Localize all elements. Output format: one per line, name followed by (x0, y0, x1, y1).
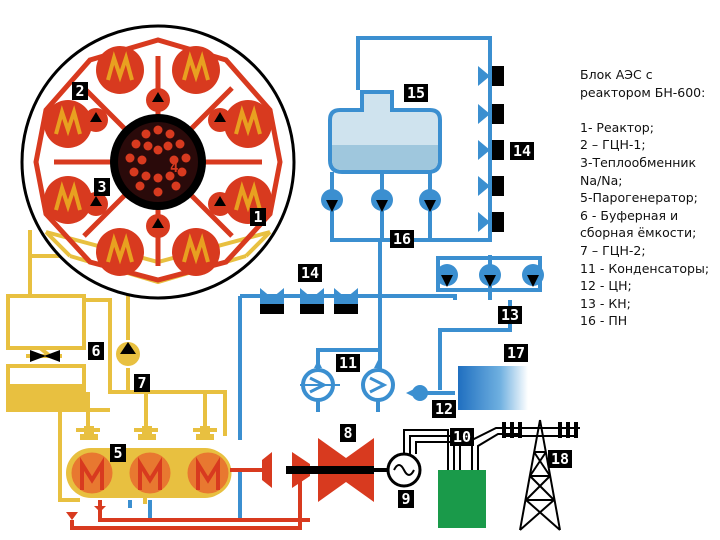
generator (374, 452, 422, 488)
condensers (300, 360, 395, 412)
heater-column-14 (478, 66, 504, 232)
legend-item: 5-Парогенератор; (580, 190, 698, 206)
callout-16: 16 (390, 230, 414, 248)
legend-title-line-1: Блок АЭС с (580, 67, 653, 82)
callout-6: 6 (88, 342, 104, 360)
transformer-building (438, 470, 486, 528)
steam-generators (66, 448, 232, 498)
svg-text:14: 14 (513, 142, 531, 160)
callout-12: 12 (432, 400, 456, 418)
callout-9: 9 (398, 490, 414, 508)
legend-item: 11 - Конденсаторы; (580, 260, 710, 276)
svg-text:8: 8 (343, 424, 352, 442)
legend-item: 3-Теплообменник (580, 154, 697, 170)
legend: Блок АЭС с реактором БН-600: 1- Реактор;… (580, 66, 718, 330)
svg-text:18: 18 (551, 450, 569, 468)
legend-item: 13 - КН; (580, 295, 631, 311)
svg-text:3: 3 (97, 178, 106, 196)
svg-text:9: 9 (401, 490, 410, 508)
callout-labels: 1 2 3 4 5 6 7 8 9 10 11 12 13 14 14 15 1… (72, 82, 572, 508)
callout-5: 5 (110, 444, 126, 462)
secondary-pump (116, 342, 140, 366)
cooling-water-source (458, 366, 528, 410)
legend-title-line-2: реактором БН-600: (580, 84, 706, 100)
legend-item: 6 - Буферная и (580, 207, 679, 223)
header-valves (80, 426, 214, 440)
deaerator-tank (328, 90, 442, 174)
callout-7: 7 (134, 374, 150, 392)
legend-item: 7 – ГЦН-2; (580, 242, 646, 258)
callout-14-bottom: 14 (298, 264, 322, 282)
callout-15: 15 (404, 84, 428, 102)
svg-text:4: 4 (170, 160, 178, 176)
callout-11: 11 (336, 354, 360, 372)
callout-2: 2 (72, 82, 88, 100)
legend-item: сборная ёмкости; (580, 225, 697, 241)
turbine (262, 438, 374, 502)
svg-text:16: 16 (393, 230, 411, 248)
circulating-pump (406, 385, 428, 401)
svg-text:11: 11 (339, 354, 357, 372)
pipe-valve-left (66, 512, 78, 520)
svg-text:13: 13 (501, 306, 519, 324)
reactor (20, 24, 296, 300)
svg-text:15: 15 (407, 84, 425, 102)
svg-text:17: 17 (507, 344, 525, 362)
pipe-valve-right (94, 506, 106, 512)
callout-13: 13 (498, 306, 522, 324)
svg-text:1: 1 (253, 208, 262, 226)
svg-text:14: 14 (301, 264, 319, 282)
legend-item: Na/Na; (580, 172, 623, 188)
legend-item: 16 - ПН (580, 313, 628, 329)
callout-17: 17 (504, 344, 528, 362)
callout-8: 8 (340, 424, 356, 442)
svg-text:6: 6 (91, 342, 100, 360)
buffer-collection-tanks (6, 294, 86, 412)
legend-title: Блок АЭС с реактором БН-600: (580, 66, 718, 101)
legend-item: 1- Реактор; (580, 119, 654, 135)
svg-text:10: 10 (453, 428, 471, 446)
condensate-pumps (436, 256, 544, 292)
callout-18: 18 (548, 450, 572, 468)
svg-text:2: 2 (75, 82, 84, 100)
callout-4: 4 (170, 160, 178, 176)
insulators (502, 422, 578, 438)
callout-1: 1 (250, 208, 266, 226)
callout-3: 3 (94, 178, 110, 196)
callout-14-right: 14 (510, 142, 534, 160)
svg-text:5: 5 (113, 444, 122, 462)
svg-text:7: 7 (137, 374, 146, 392)
heater-row-14 (260, 288, 358, 314)
legend-item: 12 - ЦН; (580, 278, 632, 294)
svg-text:12: 12 (435, 400, 453, 418)
legend-item: 2 – ГЦН-1; (580, 137, 646, 153)
feed-pump-16-units (321, 189, 441, 212)
callout-10: 10 (450, 428, 474, 446)
